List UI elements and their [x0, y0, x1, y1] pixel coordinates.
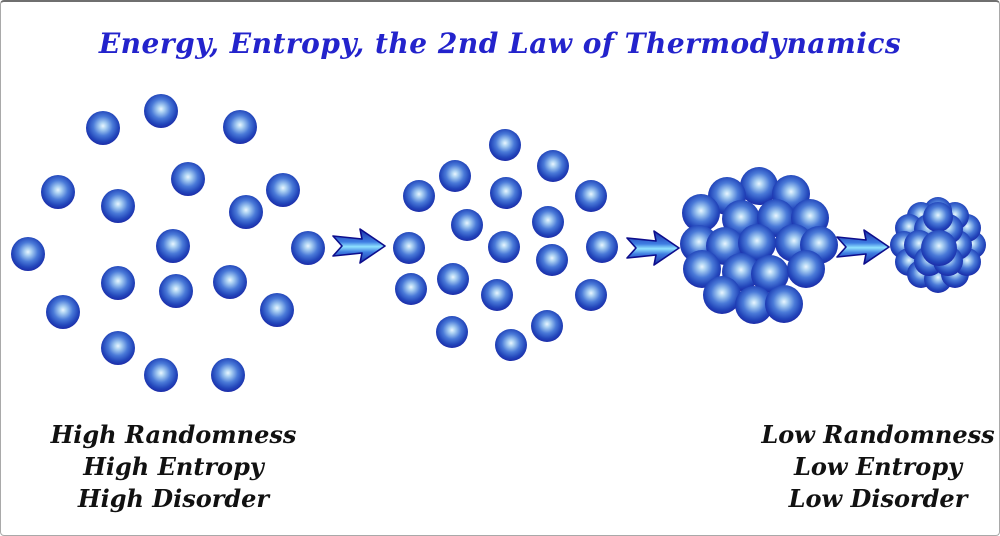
particle-sphere [291, 231, 325, 265]
particle-sphere [958, 231, 986, 259]
particle-sphere [787, 250, 825, 288]
particle-sphere [953, 248, 981, 276]
particle-sphere [490, 177, 522, 209]
particle-sphere [738, 224, 776, 262]
particle-sphere [531, 310, 563, 342]
particle-sphere [586, 231, 618, 263]
particle-sphere [890, 231, 918, 259]
particle-sphere [682, 194, 720, 232]
particle-sphere [907, 260, 935, 288]
particle-sphere [924, 265, 952, 293]
particle-sphere [914, 246, 944, 276]
particle-sphere [923, 202, 953, 232]
caption-line: High Disorder [77, 484, 270, 513]
particle-sphere [895, 248, 923, 276]
particle-sphere [895, 214, 923, 242]
arrow-right-icon [835, 227, 891, 267]
particle-sphere [11, 237, 45, 271]
particle-sphere [395, 273, 427, 305]
particle-sphere [489, 129, 521, 161]
particle-sphere [575, 279, 607, 311]
particle-sphere [924, 197, 952, 225]
particle-sphere [537, 150, 569, 182]
particle-sphere [921, 230, 957, 266]
particle-sphere [437, 263, 469, 295]
particle-sphere [46, 295, 80, 329]
particle-sphere [211, 358, 245, 392]
low-entropy-caption: Low Randomness Low Entropy Low Disorder [759, 419, 997, 515]
particle-sphere [680, 225, 718, 263]
particle-sphere [706, 227, 744, 265]
particle-sphere [436, 316, 468, 348]
caption-line: Low Entropy [793, 452, 963, 481]
caption-line: High Randomness [50, 420, 297, 449]
particle-sphere [708, 177, 746, 215]
particle-sphere [722, 200, 760, 238]
particle-sphere [403, 180, 435, 212]
particle-sphere [156, 229, 190, 263]
particle-sphere [914, 214, 944, 244]
particle-sphere [488, 231, 520, 263]
particle-sphere [101, 266, 135, 300]
particle-sphere [933, 214, 963, 244]
particle-sphere [229, 195, 263, 229]
particle-sphere [703, 276, 741, 314]
caption-line: Low Disorder [788, 484, 968, 513]
particle-sphere [575, 180, 607, 212]
particle-sphere [772, 175, 810, 213]
particle-sphere [86, 111, 120, 145]
particle-sphere [775, 224, 813, 262]
particle-sphere [953, 214, 981, 242]
particle-sphere [213, 265, 247, 299]
particle-sphere [101, 331, 135, 365]
particle-sphere [765, 285, 803, 323]
particle-sphere [536, 244, 568, 276]
particle-sphere [439, 160, 471, 192]
particle-sphere [481, 279, 513, 311]
particle-sphere [904, 230, 934, 260]
arrow-right-icon [625, 228, 681, 268]
particle-sphere [495, 329, 527, 361]
particle-sphere [41, 175, 75, 209]
particle-sphere [791, 199, 829, 237]
particle-sphere [941, 260, 969, 288]
particle-sphere [393, 232, 425, 264]
diagram-title: Energy, Entropy, the 2nd Law of Thermody… [98, 27, 902, 60]
particle-sphere [740, 167, 778, 205]
particle-sphere [159, 274, 193, 308]
particle-sphere [800, 226, 838, 264]
particle-sphere [260, 293, 294, 327]
particle-sphere [101, 189, 135, 223]
caption-line: High Entropy [83, 452, 264, 481]
particle-sphere [757, 199, 795, 237]
particle-sphere [942, 230, 972, 260]
caption-line: Low Randomness [761, 420, 995, 449]
particle-sphere [532, 206, 564, 238]
particle-sphere [144, 94, 178, 128]
high-entropy-caption: High Randomness High Entropy High Disord… [31, 419, 316, 515]
particle-sphere [171, 162, 205, 196]
particle-sphere [223, 110, 257, 144]
particle-sphere [933, 246, 963, 276]
particle-sphere [451, 209, 483, 241]
particle-sphere [144, 358, 178, 392]
particle-sphere [683, 250, 721, 288]
arrow-right-icon [331, 226, 387, 266]
particle-sphere [751, 255, 789, 293]
particle-sphere [722, 253, 760, 291]
particle-sphere [907, 202, 935, 230]
particle-sphere [941, 202, 969, 230]
particle-sphere [266, 173, 300, 207]
particle-sphere [735, 286, 773, 324]
